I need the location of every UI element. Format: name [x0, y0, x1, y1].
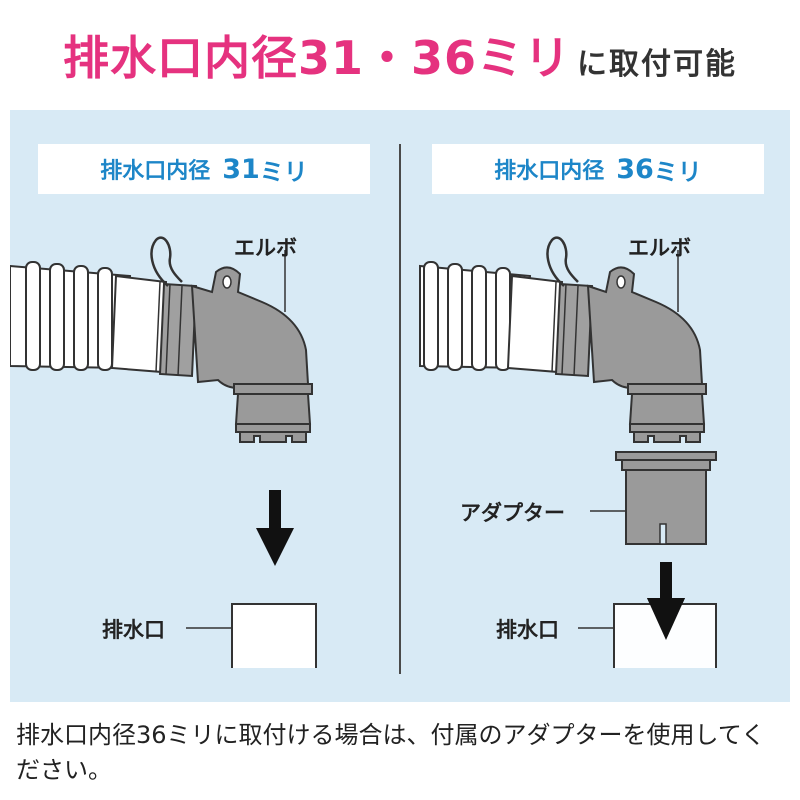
title-highlight: 排水口内径31・36ミリ [62, 31, 572, 85]
right-heading-number: 36 [616, 153, 654, 185]
left-drain [186, 603, 317, 668]
right-drain-label: 排水口 [496, 618, 559, 642]
down-arrow-icon [256, 490, 294, 566]
title-rest: に取付可能 [577, 47, 738, 82]
left-heading-unit: ミリ [259, 157, 308, 186]
panel-divider [399, 144, 401, 674]
caption-note: 排水口内径36ミリに取付ける場合は、付属のアダプターを使用してください。 [16, 721, 766, 784]
left-heading-prefix: 排水口内径 [100, 159, 211, 184]
left-elbow-label: エルボ [234, 236, 297, 260]
page-title: 排水口内径31・36ミリに取付可能 [0, 22, 800, 88]
left-drain-label: 排水口 [102, 618, 165, 642]
right-elbow-label: エルボ [628, 236, 691, 260]
left-heading-number: 31 [222, 153, 260, 185]
right-drain [578, 603, 717, 668]
adapter [590, 451, 717, 545]
right-heading-unit: ミリ [653, 157, 702, 186]
right-heading-prefix: 排水口内径 [494, 159, 605, 184]
right-hose-assembly [419, 261, 564, 374]
left-hose-assembly [10, 261, 168, 374]
adapter-label: アダプター [460, 501, 565, 525]
down-arrow-overlay [647, 562, 685, 640]
left-elbow [150, 236, 313, 443]
right-elbow [546, 236, 707, 443]
